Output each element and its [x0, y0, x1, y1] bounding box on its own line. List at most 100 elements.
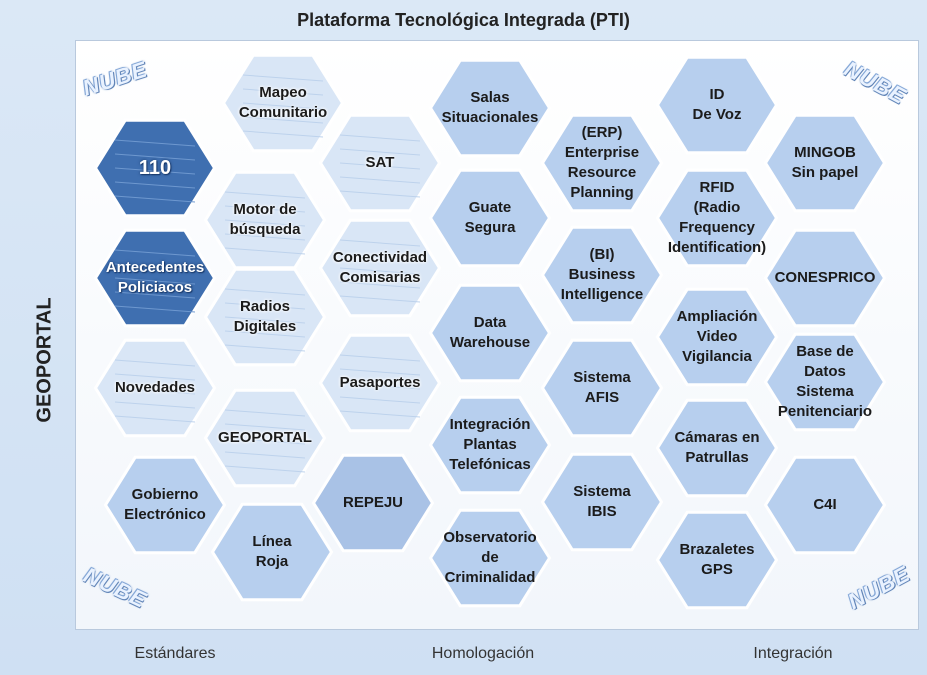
hexagon-texture-line [114, 277, 196, 285]
hexagon-label-line: Policiacos [117, 279, 193, 296]
hexagon-label-line: Comisarias [339, 269, 421, 286]
hexagon-texture-line [224, 409, 306, 417]
hexagon-texture-line [224, 233, 306, 241]
hexagon-shape [540, 452, 664, 552]
hexagon-label: CONESPRICO [775, 268, 876, 288]
hexagon-shape [221, 53, 345, 153]
hexagon-label-line: Observatorio [443, 529, 537, 546]
hexagon-label-line: búsqueda [229, 221, 301, 238]
hexagon-texture-line [339, 382, 421, 390]
hexagon-label-line: Segura [464, 219, 516, 236]
hexagon-texture-line [114, 249, 196, 257]
hexagon-label-line: De Voz [692, 106, 742, 123]
hexagon-texture-line [224, 330, 306, 338]
hexagon-label-line: Antecedentes [105, 259, 205, 276]
hexagon-label-line: Resource [567, 164, 637, 181]
hexagon-label-line: Penitenciario [777, 403, 873, 420]
hexagon-texture-line [224, 191, 306, 199]
hexagon-shape [655, 510, 779, 610]
hexagon-label-line: (ERP) [581, 124, 623, 141]
hexagon-label-line: Video [696, 328, 738, 345]
hexagon-shape [318, 113, 442, 213]
hexagon-texture-line [339, 281, 421, 289]
hexagon-texture-line [114, 153, 196, 161]
hexagon-label-line: Patrullas [685, 449, 749, 466]
hexagon-texture-line [339, 134, 421, 142]
hexagon-texture-line [339, 162, 421, 170]
hexagon-label-line: Guate [468, 199, 512, 216]
hexagon-texture-line [224, 344, 306, 352]
hexagon-texture-line [114, 415, 196, 423]
hexagon-label-line: Novedades [114, 379, 196, 396]
hexagon-label-line: Planning [570, 184, 634, 201]
hexagon-label: 110 [139, 158, 171, 178]
hexagon-label: Novedades [115, 378, 195, 398]
hexagon-texture-line [114, 195, 196, 203]
hexagon-label: GEOPORTAL [218, 428, 312, 448]
hexagon-shape [655, 287, 779, 387]
hexagon-shape [655, 55, 779, 155]
hexagon-shape [103, 455, 227, 555]
hexagon-shape [93, 338, 217, 438]
hexagon-texture-line [114, 139, 196, 147]
hexagon-shape [428, 395, 552, 495]
hexagon-texture-line [114, 291, 196, 299]
hexagon-texture-line [114, 181, 196, 189]
hexagon-shape [655, 168, 779, 268]
hexagon-label-line: ID [709, 86, 725, 103]
hexagon-shape [428, 168, 552, 268]
hexagon-texture-line [242, 130, 324, 138]
hexagon-label-line: 110 [138, 157, 172, 179]
hexagon-label-line: Business [568, 266, 636, 283]
hexagon-label-line: AFIS [584, 389, 620, 406]
hexagon-label-line: Pasaportes [339, 374, 421, 391]
hexagon-texture-line [224, 302, 306, 310]
hexagon-texture-line [224, 219, 306, 227]
hexagon-label-line: Integración [449, 416, 531, 433]
hexagon-texture-line [224, 465, 306, 473]
hexagon-label-line: Comunitario [238, 104, 328, 121]
hexagon-label-line: C4I [813, 496, 837, 513]
hexagon-shape [318, 218, 442, 318]
hexagon-label-line: RFID [699, 179, 735, 196]
hexagon-label-line: Situacionales [441, 109, 539, 126]
hexagon-texture-line [242, 102, 324, 110]
hexagon-label-line: Digitales [233, 318, 297, 335]
hexagon-label-line: REPEJU [342, 494, 404, 511]
hexagon-label-line: (BI) [589, 246, 615, 263]
hexagon-label-line: Telefónicas [449, 456, 531, 473]
hexagon-texture-line [339, 354, 421, 362]
hexagon-label-line: Conectividad [332, 249, 428, 266]
hexagon-shape [428, 283, 552, 383]
hexagon-label-line: Criminalidad [444, 569, 536, 586]
hexagon-label: ID De Voz [693, 85, 742, 125]
hexagon-label-line: Línea [252, 533, 292, 550]
hexagon-shape [763, 455, 887, 555]
hexagon-texture-line [114, 167, 196, 175]
hexagon-label: Pasaportes [340, 373, 421, 393]
hexagon-texture-line [224, 205, 306, 213]
hexagon-label-line: Data [473, 314, 507, 331]
hexagon-texture-line [339, 396, 421, 404]
hexagon-label-line: Mapeo [259, 84, 307, 101]
hexagon-label-line: CONESPRICO [774, 269, 876, 286]
hexagon-shape [540, 113, 664, 213]
hexagon-label-line: de [481, 549, 499, 566]
hexagon-texture-line [242, 74, 324, 82]
hexagon-label-line: MINGOB [794, 144, 856, 161]
hexagon-label-line: Intelligence [560, 286, 644, 303]
hexagon-shape [93, 118, 217, 218]
hexagon-texture-line [114, 359, 196, 367]
